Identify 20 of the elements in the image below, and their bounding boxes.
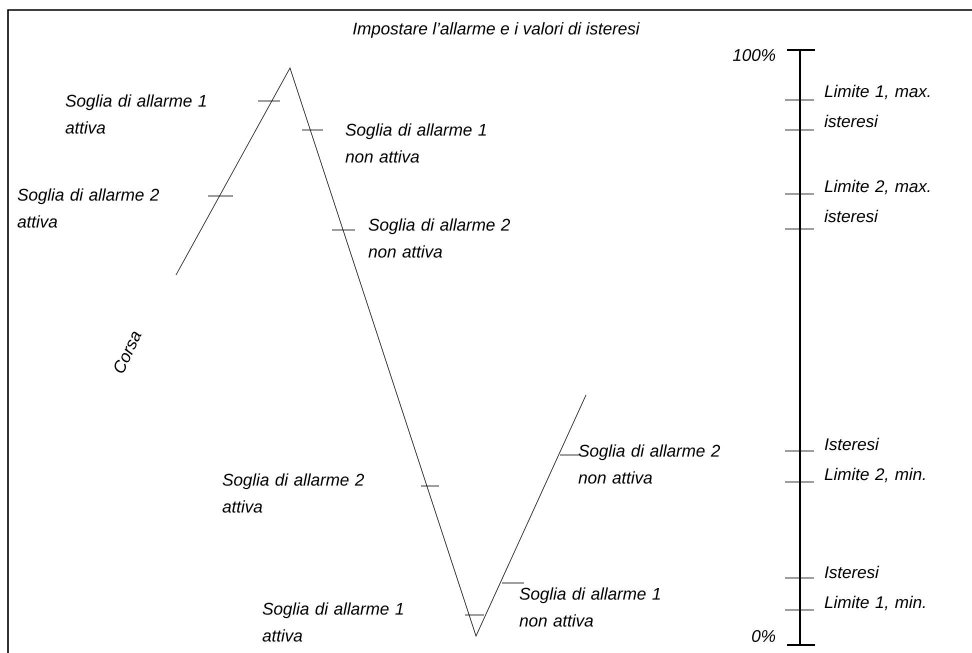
scale-label: isteresi <box>824 210 878 222</box>
scale-label: Limite 1, min. <box>824 596 925 610</box>
scale-label: Limite 2, min. <box>824 468 925 482</box>
threshold-label: Soglia di allarme 2 non attiva <box>368 218 510 258</box>
threshold-label: Soglia di allarme 2 attiva <box>18 188 160 228</box>
threshold-label: Soglia di allarme 2 attiva <box>222 473 364 513</box>
threshold-label: Soglia di allarme 1 non attiva <box>519 587 660 627</box>
scale-label: 0% <box>752 630 776 642</box>
threshold-label: Soglia di allarme 1 attiva <box>262 602 403 642</box>
scale-label: Isteresi <box>824 566 880 578</box>
scale-label: Limite 1, max. <box>824 84 930 100</box>
threshold-label: Soglia di allarme 2 non attiva <box>578 444 720 484</box>
scale-label: isteresi <box>824 114 878 128</box>
threshold-label: Soglia di allarme 1 attiva <box>66 94 206 134</box>
scale-label: Limite 2, max. <box>824 180 930 194</box>
scale-label: 100% <box>732 49 776 61</box>
axis-label: Corsa <box>114 332 142 373</box>
threshold-label: Soglia di allarme 1 non attiva <box>345 123 486 163</box>
title: Impostare l’allarme e i valori di isteresi <box>353 22 640 38</box>
scale-label: Isteresi <box>824 438 880 450</box>
